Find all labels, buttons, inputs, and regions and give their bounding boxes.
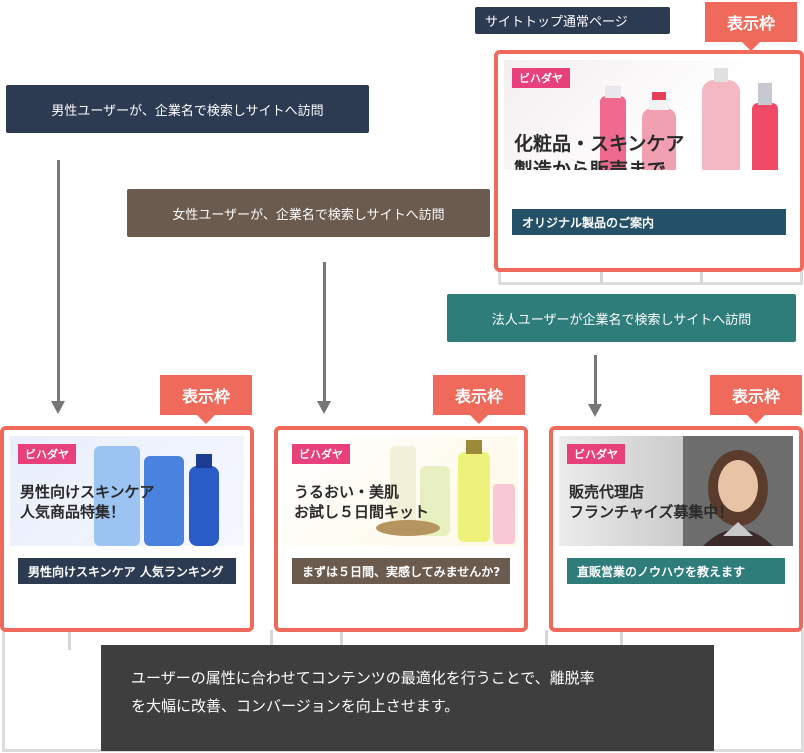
display-frame-tab: 表示枠 <box>160 375 252 424</box>
wireframe-divider <box>620 630 623 650</box>
female-caption-bar: まずは５日間、実感してみませんか? <box>292 558 510 584</box>
headline-line: フランチャイズ募集中！ <box>569 503 734 522</box>
wireframe-divider <box>545 630 548 650</box>
corporate-banner: ビハダヤ 販売代理店 フランチャイズ募集中！ <box>559 436 793 546</box>
headline-line: 販売代理店 <box>569 483 645 501</box>
female-banner: ビハダヤ うるおい・美肌 お試し５日間キット <box>284 436 518 546</box>
corporate-flow-arrow <box>588 355 602 417</box>
headline-line: 人気商品特集！ <box>20 503 126 522</box>
corporate-visitor-label: 法人ユーザーが企業名で検索しサイトへ訪問 <box>447 294 796 342</box>
headline-line: うるおい・美肌 <box>294 483 400 501</box>
display-frame-tab: 表示枠 <box>433 375 525 424</box>
male-headline: 男性向けスキンケア 人気商品特集！ <box>20 482 155 523</box>
summary-line: ユーザーの属性に合わせてコンテンツの最適化を行うことで、離脱率 <box>131 669 595 687</box>
top-display-frame: ビハダヤ 化粧品・スキンケア 製造から販売まで オリジナル製品のご案内 <box>494 50 804 272</box>
wireframe-divider <box>68 630 71 650</box>
female-flow-arrow <box>317 262 331 414</box>
top-banner: ビハダヤ 化粧品・スキンケア 製造から販売まで <box>504 60 794 170</box>
headline-line: 製造から販売まで <box>514 158 667 170</box>
cosmetic-bottles-illustration <box>600 68 778 170</box>
top-caption-bar: オリジナル製品のご案内 <box>512 209 786 235</box>
summary-line: を大幅に改善、コンバージョンを向上させます。 <box>131 696 460 715</box>
female-headline: うるおい・美肌 お試し５日間キット <box>294 482 429 523</box>
wireframe-divider <box>270 630 273 650</box>
male-visitor-label: 男性ユーザーが、企業名で検索しサイトへ訪問 <box>6 85 369 133</box>
brand-badge: ビハダヤ <box>292 444 350 464</box>
headline-line: 化粧品・スキンケア <box>514 133 685 155</box>
male-banner: ビハダヤ 男性向けスキンケア 人気商品特集！ <box>10 436 244 546</box>
male-display-frame: ビハダヤ 男性向けスキンケア 人気商品特集！ 男性向けスキンケア 人気ランキング <box>0 426 254 632</box>
businesswoman-photo <box>683 436 793 546</box>
headline-line: お試し５日間キット <box>294 503 430 522</box>
site-top-page-tag: サイトトップ通常ページ <box>475 7 670 34</box>
headline-line: 男性向けスキンケア <box>20 483 155 501</box>
display-frame-tab: 表示枠 <box>710 375 802 424</box>
top-headline: 化粧品・スキンケア 製造から販売まで <box>514 132 684 170</box>
skincare-bottles-illustration <box>94 446 219 546</box>
corporate-caption-bar: 直販営業のノウハウを教えます <box>567 558 785 584</box>
male-caption-bar: 男性向けスキンケア 人気ランキング <box>18 558 236 584</box>
brand-badge: ビハダヤ <box>567 444 625 464</box>
brand-badge: ビハダヤ <box>512 68 570 88</box>
male-flow-arrow <box>51 160 65 414</box>
summary-note: ユーザーの属性に合わせてコンテンツの最適化を行うことで、離脱率 を大幅に改善、コ… <box>101 645 714 751</box>
female-visitor-label: 女性ユーザーが、企業名で検索しサイトへ訪問 <box>127 189 490 237</box>
trial-kit-illustration <box>376 440 515 544</box>
wireframe-divider <box>340 630 343 650</box>
brand-badge: ビハダヤ <box>18 444 76 464</box>
female-display-frame: ビハダヤ うるおい・美肌 お試し５日間キット まずは５日間、実感してみませんか? <box>274 426 528 632</box>
corporate-display-frame: ビハダヤ 販売代理店 フランチャイズ募集中！ 直販営業のノウハウを教えます <box>549 426 803 632</box>
display-frame-tab: 表示枠 <box>705 2 797 51</box>
corporate-headline: 販売代理店 フランチャイズ募集中！ <box>569 482 733 523</box>
